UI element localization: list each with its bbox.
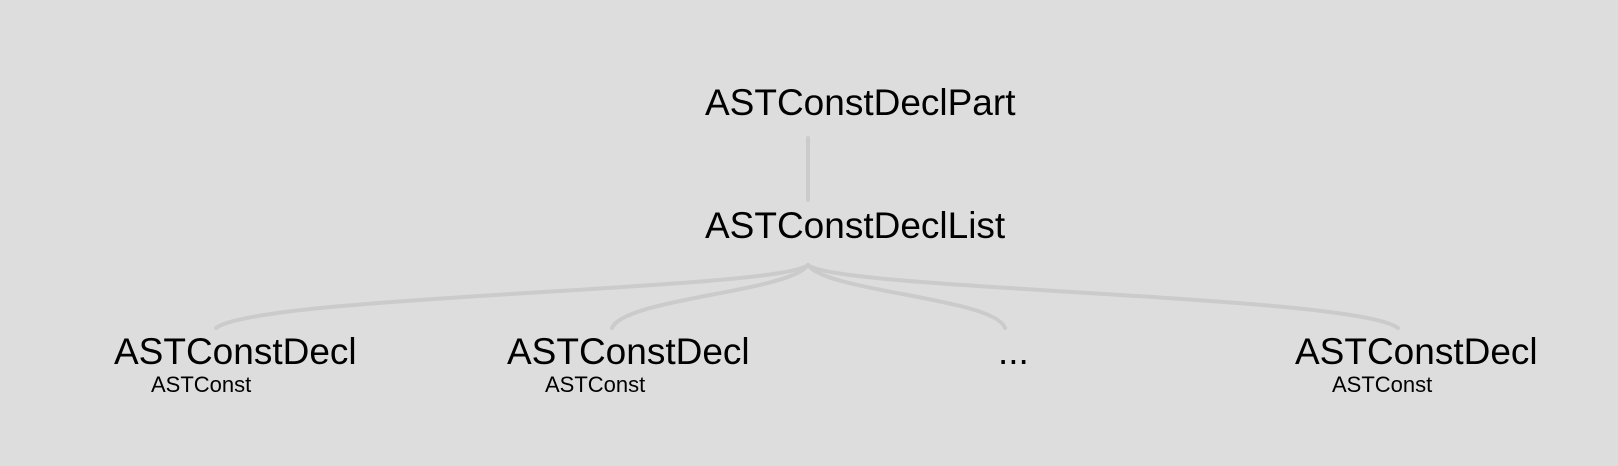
node-ast-const-decl-4-sublabel: ASTConst — [1332, 372, 1433, 397]
node-ast-const-decl-part: ASTConstDeclPart — [705, 82, 1016, 123]
edge-list-to-decl-2 — [610, 263, 810, 330]
node-ast-const-decl-list: ASTConstDeclList — [705, 205, 1006, 246]
edge-list-to-ellipsis — [806, 263, 1007, 330]
node-ast-const-decl-2: ASTConstDecl — [507, 331, 750, 372]
node-ast-const-decl-1: ASTConstDecl — [114, 331, 357, 372]
edge-list-to-decl-1 — [214, 263, 810, 330]
node-ast-const-decl-4: ASTConstDecl — [1295, 331, 1538, 372]
edge-list-to-decl-4 — [806, 263, 1400, 330]
node-ast-const-decl-2-sublabel: ASTConst — [545, 372, 646, 397]
node-ast-const-decl-1-sublabel: ASTConst — [151, 372, 252, 397]
node-ellipsis: ... — [998, 331, 1029, 372]
